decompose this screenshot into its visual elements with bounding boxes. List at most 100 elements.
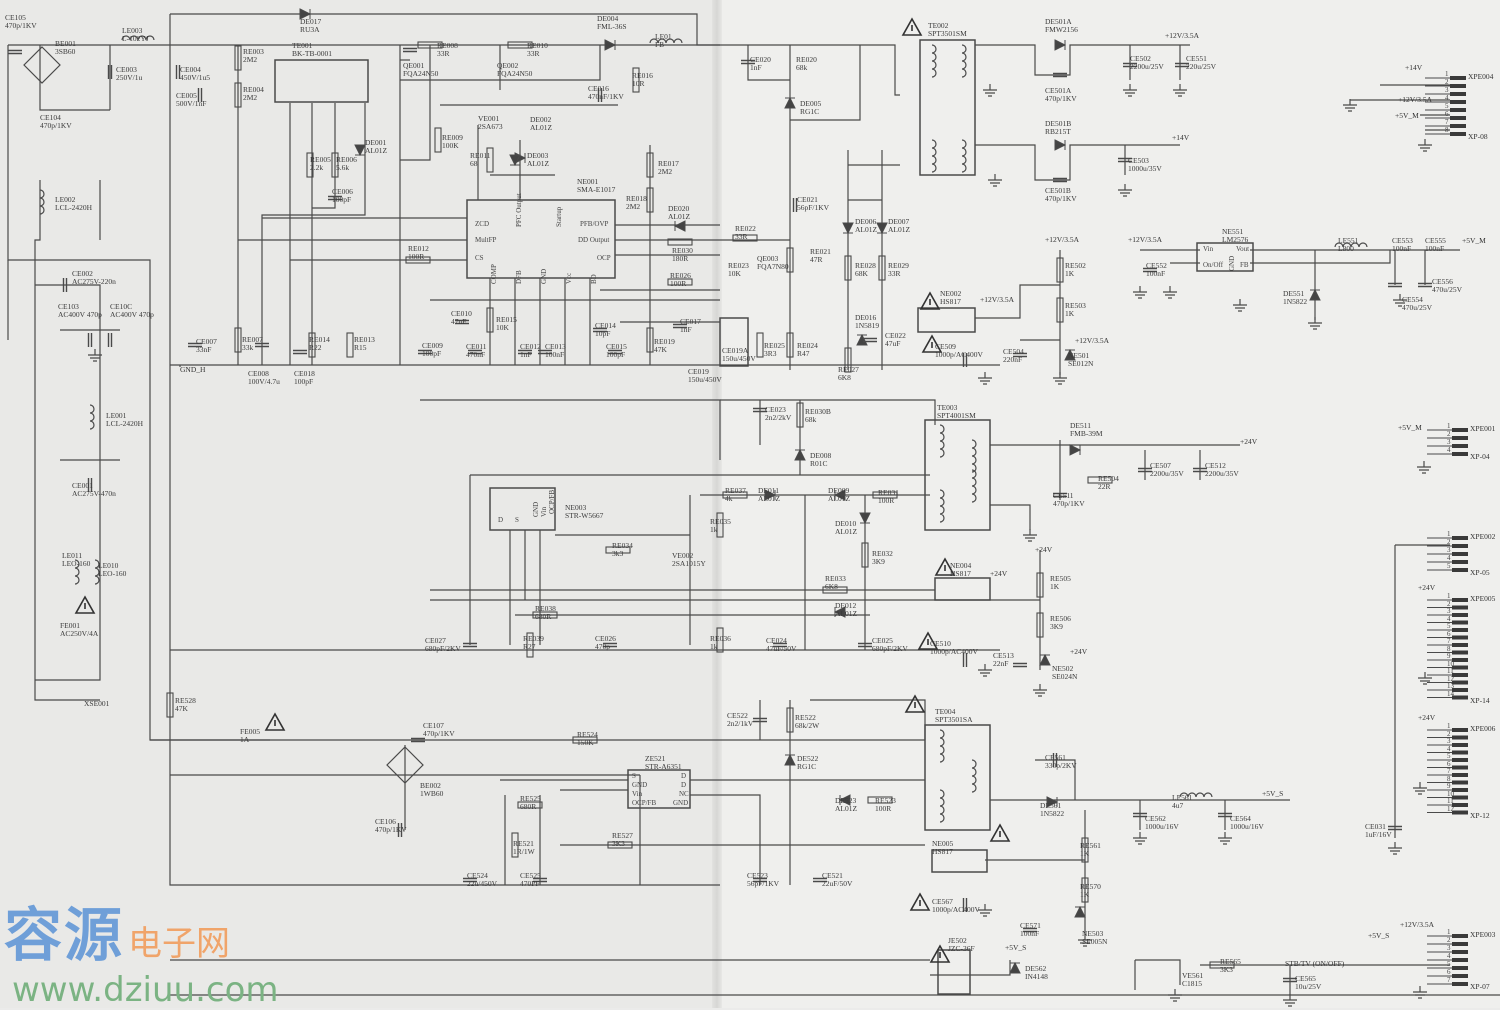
ic-pin-label: FB [1240, 261, 1249, 269]
ground-icon [1123, 84, 1137, 97]
capacitor-icon [1138, 467, 1152, 473]
component-value: 1nF [750, 63, 762, 72]
connector-pin [1452, 665, 1468, 670]
component-value: RG1C [800, 107, 820, 116]
component-ref: CE024 [766, 636, 787, 645]
capacitor-icon [463, 642, 477, 648]
resistor-icon [867, 796, 893, 804]
component-ref: RE013 [354, 335, 375, 344]
connector-pin [1452, 765, 1468, 770]
component-ref: RE503 [1065, 301, 1086, 310]
capacitor-icon [962, 898, 968, 912]
resistor-icon [331, 152, 339, 178]
component-ref: RE019 [654, 337, 675, 346]
transformer-winding-icon [939, 729, 945, 763]
component-ref: TE004 [935, 707, 956, 716]
ic-pin-label: Vout [1236, 245, 1250, 253]
transformer-winding-icon [939, 489, 945, 523]
component-ref: JE502 [948, 936, 967, 945]
component-value: HS817 [940, 297, 961, 306]
component-value: 100R [670, 279, 687, 288]
ic-pin-label: GND [532, 501, 540, 517]
component-ref: RE033 [825, 574, 846, 583]
net-label: +24V [1418, 713, 1436, 722]
component-value: 2200u/35V [1205, 469, 1239, 478]
watermark-text-orange: 电子网 [128, 924, 231, 964]
capacitor-icon [1388, 282, 1402, 288]
component-ref: RE021 [810, 247, 831, 256]
component-ref: DE004 [597, 14, 619, 23]
connector-pin-number: 3 [1447, 944, 1451, 952]
connector-pin-number: 2 [1447, 599, 1451, 608]
component-ref: VE002 [672, 551, 694, 560]
ic-pin-label: Vin [1203, 245, 1214, 253]
resistor-icon [646, 327, 654, 353]
capacitor-icon [1023, 927, 1037, 933]
connector-pin-number: 7 [1447, 637, 1451, 645]
resistor-icon [786, 707, 794, 733]
warning-icon [264, 712, 286, 731]
ground-icon [1163, 286, 1177, 299]
component-ref: CE018 [294, 369, 315, 378]
component-value: 47uF/50V [766, 644, 797, 653]
resistor-icon [166, 692, 174, 718]
watermark-text-blue: 容源 [4, 901, 125, 969]
component-value: 1K [1080, 890, 1090, 899]
component-value: AC400V 470p [58, 310, 102, 319]
diode-icon [1039, 653, 1051, 666]
connector-pin-number: 8 [1447, 774, 1451, 783]
ground-icon [978, 664, 992, 677]
component-ref: DE562 [1025, 964, 1047, 973]
connector-pin [1450, 84, 1466, 88]
connector-pin [1450, 108, 1466, 112]
component-value: 47K [654, 345, 667, 354]
ic-pin-label: GND [632, 781, 648, 789]
resistor-icon [234, 82, 242, 108]
connector-pin [1452, 444, 1468, 448]
connector-pin [1452, 966, 1468, 970]
resistor-icon [861, 542, 869, 568]
component-ref: CE027 [425, 636, 446, 645]
diode-icon [1309, 288, 1321, 301]
wire [1250, 250, 1391, 264]
net-label: +12V/3.5A [1075, 336, 1110, 345]
component-ref: CE013 [545, 342, 566, 351]
component-ref: CE523 [747, 871, 768, 880]
optocoupler-ne004 [934, 577, 991, 601]
component-ref: CE025 [872, 636, 893, 645]
component-value: 1000p/AC400V [935, 350, 983, 359]
transformer-winding-icon [931, 44, 937, 78]
connector-pin-number: 4 [1447, 614, 1451, 623]
component-ref: CE525 [520, 871, 541, 880]
connector-pin-number: 6 [1445, 110, 1449, 118]
component-value: 220nF [1003, 355, 1023, 364]
component-ref: TE003 [937, 403, 958, 412]
connector-end-label: XP-07 [1470, 982, 1490, 991]
ground-icon [1233, 299, 1247, 312]
component-value: 1nF [680, 325, 692, 334]
wire [930, 960, 1011, 976]
component-value: FQA24N50 [497, 69, 533, 78]
wire [261, 103, 366, 365]
capacitor-icon [397, 823, 403, 837]
resistor-icon [234, 45, 242, 71]
component-ref: RE037 [725, 486, 746, 495]
component-value: 1k [710, 525, 718, 534]
diode-icon [833, 489, 846, 501]
capacitor-icon [1133, 812, 1147, 818]
component-value: 100pF [606, 350, 626, 359]
connector-pin-number: 3 [1447, 737, 1451, 745]
component-value: 1000u/16V [1145, 822, 1179, 831]
